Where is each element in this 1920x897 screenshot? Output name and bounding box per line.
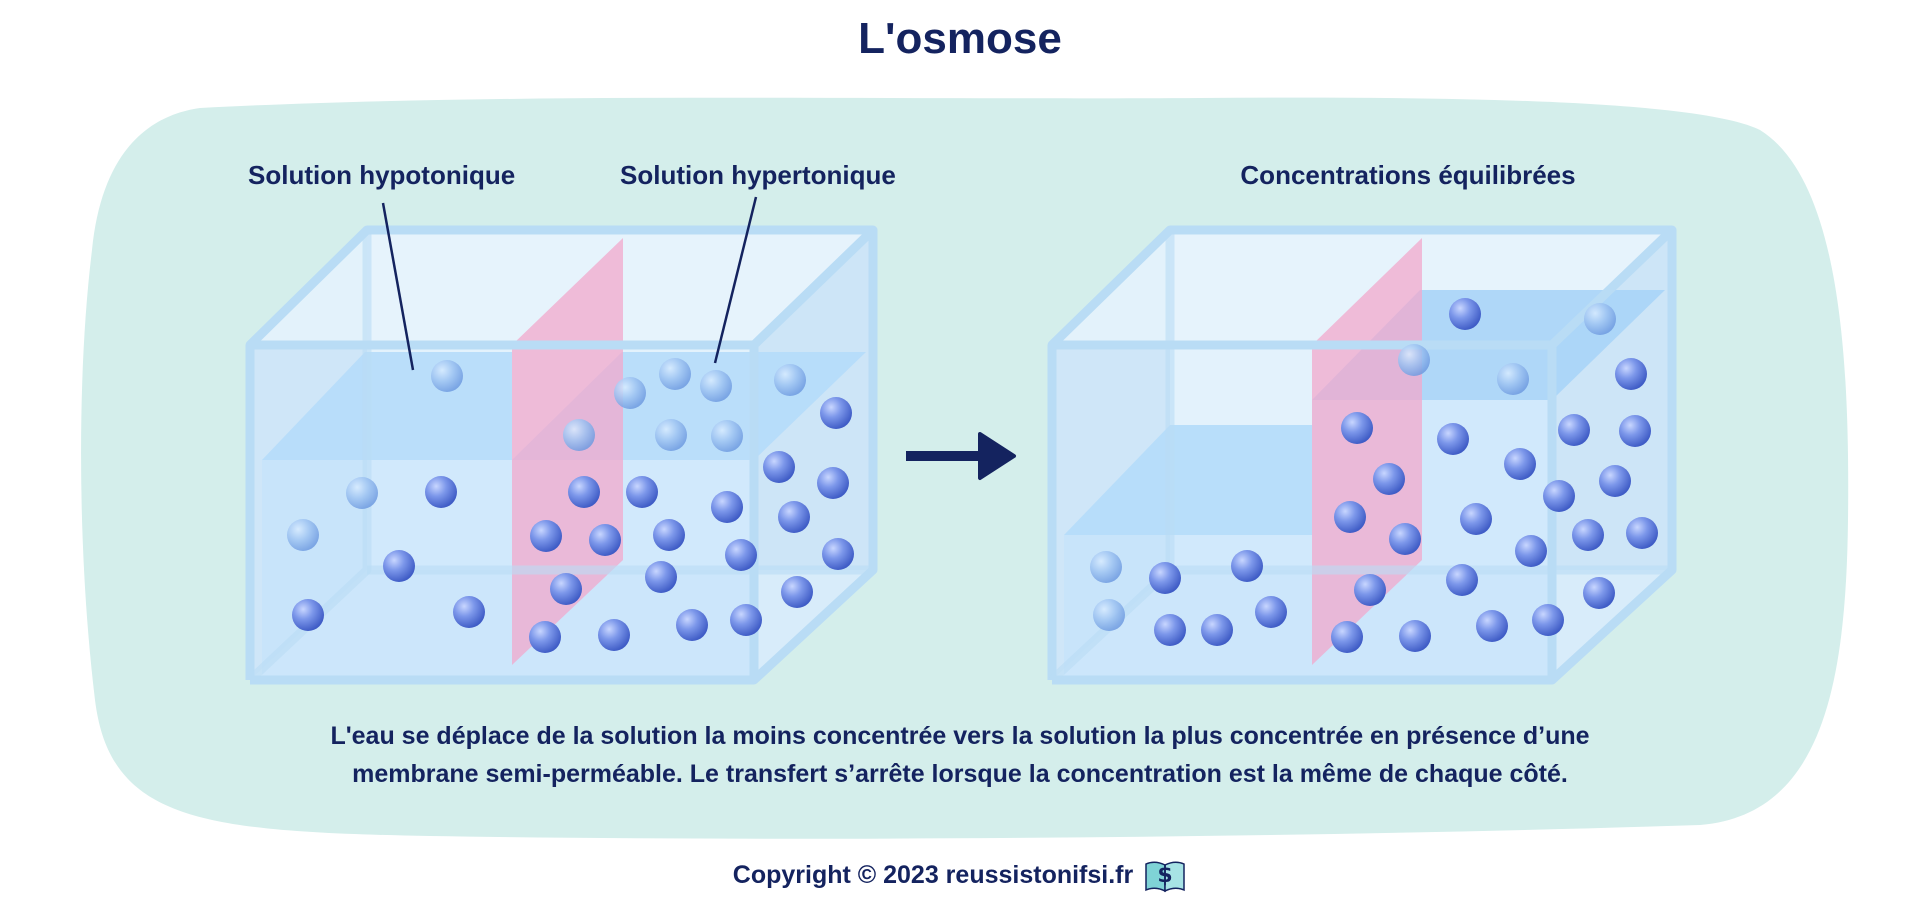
solute-particle — [431, 360, 463, 392]
solute-particle — [1558, 414, 1590, 446]
page-title: L'osmose — [858, 14, 1062, 63]
solute-particle — [563, 419, 595, 451]
solute-particle — [1331, 621, 1363, 653]
solute-particle — [614, 377, 646, 409]
solute-particle — [589, 524, 621, 556]
solute-particle — [530, 520, 562, 552]
solute-particle — [1341, 412, 1373, 444]
solute-particle — [1154, 614, 1186, 646]
right-water-left — [1064, 425, 1312, 535]
solute-particle — [598, 619, 630, 651]
solute-particle — [1373, 463, 1405, 495]
solute-particle — [763, 451, 795, 483]
label-hypotonic: Solution hypotonique — [248, 160, 515, 190]
solute-particle — [822, 538, 854, 570]
solute-particle — [676, 609, 708, 641]
solute-particle — [1497, 363, 1529, 395]
solute-particle — [453, 596, 485, 628]
solute-particle — [1532, 604, 1564, 636]
solute-particle — [725, 539, 757, 571]
solute-particle — [1149, 562, 1181, 594]
solute-particle — [1255, 596, 1287, 628]
explanation-caption: L'eau se déplace de la solution la moins… — [260, 717, 1660, 793]
solute-particle — [653, 519, 685, 551]
solute-particle — [711, 420, 743, 452]
solute-particle — [550, 573, 582, 605]
solute-particle — [346, 477, 378, 509]
solute-particle — [1460, 503, 1492, 535]
solute-particle — [626, 476, 658, 508]
solute-particle — [425, 476, 457, 508]
solute-particle — [1093, 599, 1125, 631]
solute-particle — [1584, 303, 1616, 335]
label-hypertonic: Solution hypertonique — [620, 160, 896, 190]
solute-particle — [1583, 577, 1615, 609]
solute-particle — [817, 467, 849, 499]
solute-particle — [1599, 465, 1631, 497]
dollar-book-icon: $ — [1145, 861, 1185, 893]
right-tank — [1047, 225, 1677, 685]
caption-line-1: L'eau se déplace de la solution la moins… — [330, 722, 1590, 750]
svg-text:$: $ — [1158, 863, 1173, 888]
solute-particle — [529, 621, 561, 653]
solute-particle — [1354, 574, 1386, 606]
transition-arrow — [906, 432, 1016, 480]
solute-particle — [287, 519, 319, 551]
solute-particle — [711, 491, 743, 523]
right-tank-particles — [1090, 298, 1658, 653]
hypotonic-leader-line — [381, 202, 415, 371]
solute-particle — [820, 397, 852, 429]
solute-particle — [1398, 344, 1430, 376]
left-tank-particles — [287, 358, 854, 653]
copyright-text: Copyright © 2023 reussistonifsi.fr — [732, 860, 1134, 889]
solute-particle — [1231, 550, 1263, 582]
solute-particle — [1572, 519, 1604, 551]
solute-particle — [1515, 535, 1547, 567]
solute-particle — [568, 476, 600, 508]
solute-particle — [778, 501, 810, 533]
label-balanced: Concentrations équilibrées — [1240, 160, 1575, 190]
caption-line-2: membrane semi-perméable. Le transfert s’… — [352, 760, 1568, 788]
solute-particle — [781, 576, 813, 608]
solute-particle — [659, 358, 691, 390]
solute-particle — [1619, 415, 1651, 447]
solute-particle — [1476, 610, 1508, 642]
solute-particle — [1334, 501, 1366, 533]
solute-particle — [1201, 614, 1233, 646]
solute-particle — [1626, 517, 1658, 549]
hypertonic-leader-line — [713, 196, 758, 364]
solute-particle — [1615, 358, 1647, 390]
solute-particle — [292, 599, 324, 631]
solute-particle — [730, 604, 762, 636]
solute-particle — [655, 419, 687, 451]
solute-particle — [700, 370, 732, 402]
footer: Copyright © 2023 reussistonifsi.fr $ — [0, 856, 1920, 894]
solute-particle — [383, 550, 415, 582]
solute-particle — [1543, 480, 1575, 512]
solute-particle — [1504, 448, 1536, 480]
solute-particle — [1389, 523, 1421, 555]
solute-particle — [1399, 620, 1431, 652]
solute-particle — [774, 364, 806, 396]
solute-particle — [1446, 564, 1478, 596]
solute-particle — [1437, 423, 1469, 455]
solute-particle — [645, 561, 677, 593]
solute-particle — [1449, 298, 1481, 330]
solute-particle — [1090, 551, 1122, 583]
